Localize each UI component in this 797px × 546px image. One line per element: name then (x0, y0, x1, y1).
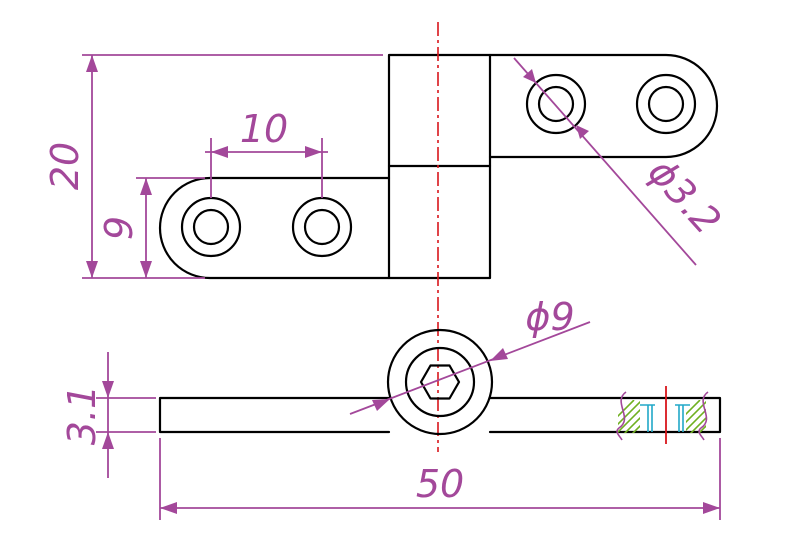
dimension-3-1: 3.1 (60, 352, 156, 478)
countersink-right (675, 404, 690, 432)
dim-label-phi3-2: ϕ3.2 (640, 150, 730, 243)
knuckle-inner-circle (404, 346, 476, 418)
left-leaf-outline (158, 176, 391, 280)
dim-label-10: 10 (240, 107, 288, 151)
dimension-9: 9 (97, 177, 205, 278)
dimension-50: 50 (159, 438, 721, 520)
hatch-right (686, 400, 706, 433)
hatch-left (618, 400, 640, 433)
hole-right-1 (525, 73, 587, 135)
dim-label-phi9: ϕ9 (525, 295, 574, 339)
plate-outline (158, 396, 722, 434)
hole-left-1 (180, 196, 242, 258)
dim-label-9: 9 (97, 216, 141, 240)
dimension-phi9: ϕ9 (349, 295, 591, 415)
knuckle-outer-circle (386, 328, 494, 436)
side-view (158, 328, 722, 444)
break-line-left (616, 391, 627, 441)
countersink-left (640, 404, 655, 432)
dimension-10: 10 (205, 107, 328, 198)
hex-pin (419, 364, 461, 400)
hole-left-2 (291, 196, 353, 258)
hole-right-2 (635, 73, 697, 135)
dimension-20: 20 (43, 54, 383, 279)
dim-label-20: 20 (43, 142, 87, 190)
dim-label-50: 50 (416, 462, 464, 506)
right-leaf-outline (488, 53, 719, 159)
break-line-right (698, 391, 709, 441)
dim-label-3-1: 3.1 (60, 385, 104, 445)
section-detail (616, 386, 709, 444)
